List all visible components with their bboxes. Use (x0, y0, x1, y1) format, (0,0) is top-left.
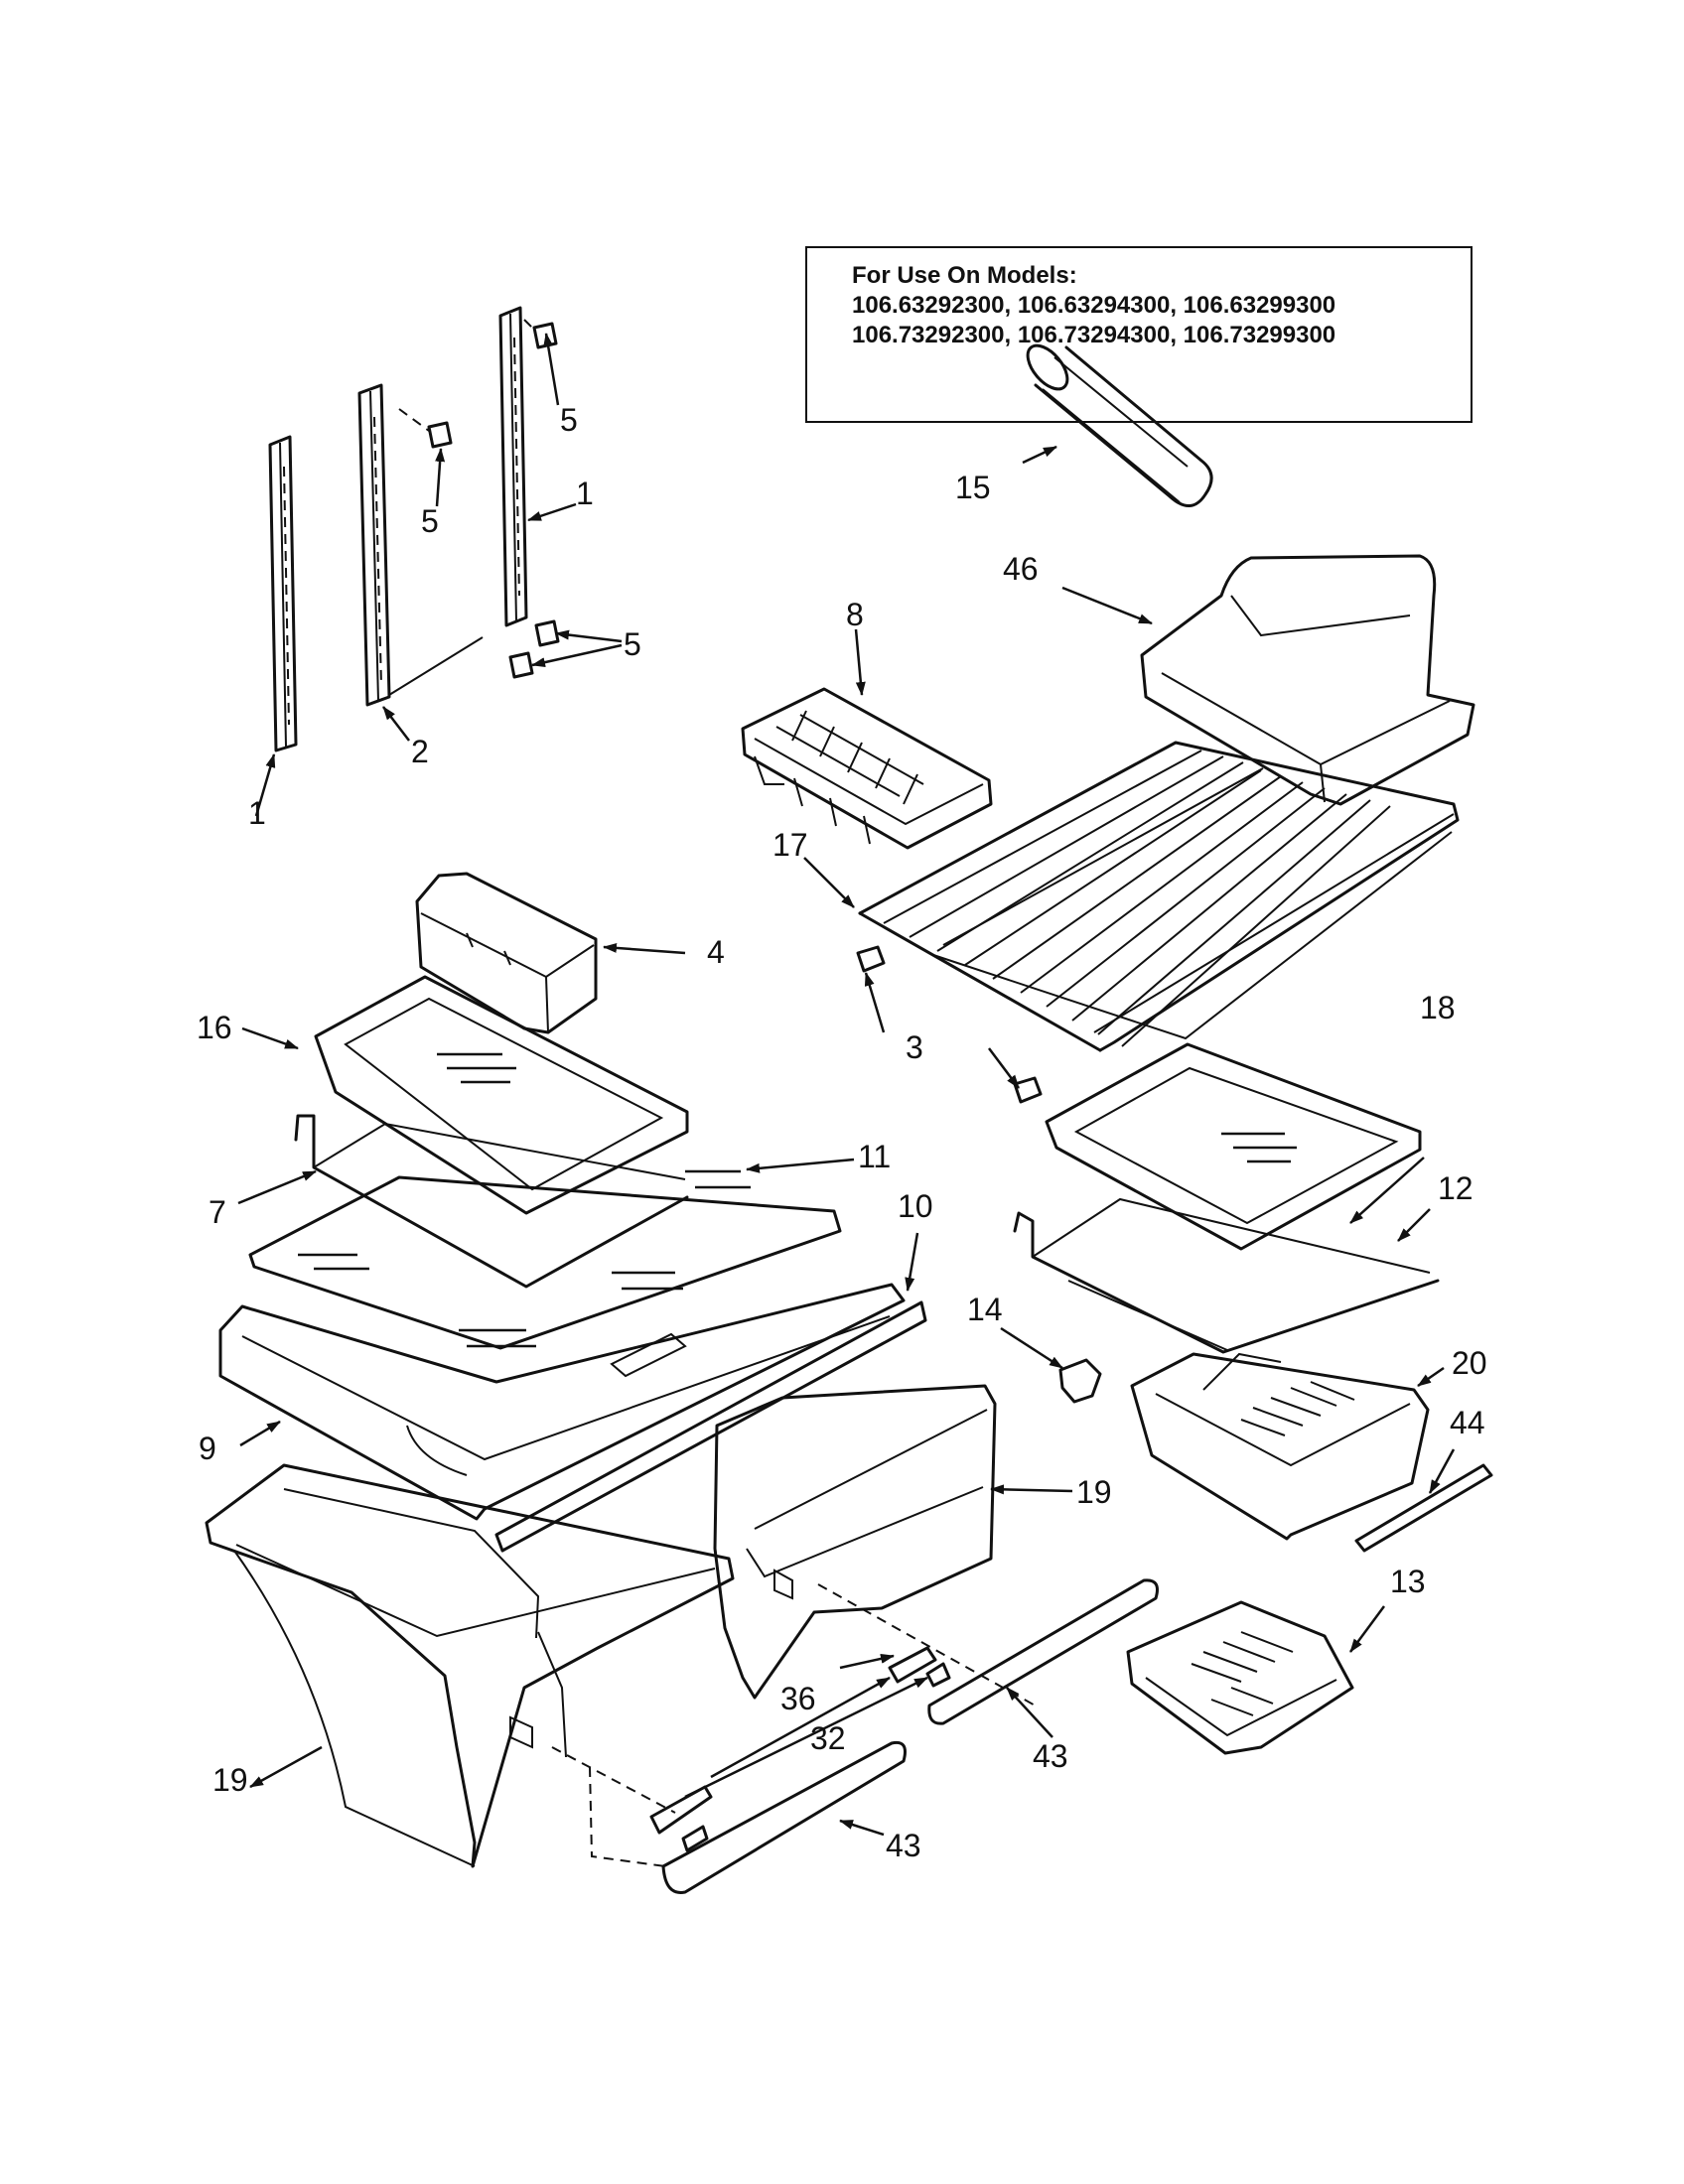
models-heading: For Use On Models: (852, 262, 1077, 289)
callout-16: 16 (197, 1010, 232, 1045)
part-3-shelf-supports (856, 945, 1043, 1104)
part-11-glass-panel (248, 1169, 842, 1350)
part-7-shelf-frame (294, 1114, 689, 1289)
part-36-slide (649, 1646, 937, 1835)
callout-1-left: 1 (248, 795, 266, 831)
callout-19-right: 19 (1076, 1474, 1112, 1510)
callout-18: 18 (1420, 990, 1456, 1025)
callout-5-mid: 5 (421, 503, 439, 539)
callout-3: 3 (906, 1029, 923, 1065)
part-9-crisper-cover (218, 1283, 906, 1521)
callout-leaders (237, 333, 1456, 1837)
part-43-upper-rail (927, 1578, 1159, 1725)
callout-15: 15 (955, 470, 991, 505)
drawer-guide-dashes (551, 1583, 1040, 1867)
part-14-latch (1058, 1358, 1102, 1404)
callout-36: 36 (780, 1681, 816, 1716)
callout-13: 13 (1390, 1564, 1426, 1599)
callout-5-top: 5 (560, 402, 578, 438)
callout-19-left: 19 (212, 1762, 248, 1798)
models-note-box (805, 246, 1473, 423)
part-5-screws (398, 319, 560, 679)
callout-20: 20 (1452, 1345, 1487, 1381)
callout-46: 46 (1003, 551, 1039, 587)
models-line-2: 106.73292300, 106.73294300, 106.73299300 (852, 322, 1336, 348)
part-15-trim-tube (1026, 343, 1213, 507)
part-32-clip (681, 1662, 951, 1852)
part-1-right-rail (498, 306, 528, 627)
part-20-meat-drawer (1130, 1352, 1430, 1541)
part-12-drawer-frame (1013, 1197, 1440, 1354)
callout-7: 7 (209, 1194, 226, 1230)
part-16-glass-shelf (314, 975, 689, 1215)
callout-17: 17 (772, 827, 808, 863)
part-17-wire-shelf (858, 741, 1460, 1052)
callout-10: 10 (898, 1188, 933, 1224)
callout-labels: 1 2 1 5 5 5 15 46 8 17 4 3 16 18 11 7 10… (197, 402, 1487, 1863)
callout-2: 2 (411, 734, 429, 769)
part-19-left-crisper (205, 1463, 735, 1868)
callout-44: 44 (1450, 1405, 1485, 1440)
callout-8: 8 (846, 597, 864, 632)
models-note-text: For Use On Models: 106.63292300, 106.632… (852, 261, 1458, 350)
callout-12: 12 (1438, 1170, 1474, 1206)
callout-5-bottom: 5 (624, 626, 641, 662)
part-1-left-rail (268, 435, 298, 752)
callout-43-right: 43 (1033, 1738, 1068, 1774)
part-2-center-rail (357, 383, 484, 707)
callout-32: 32 (810, 1720, 846, 1756)
part-8-ice-tray (741, 687, 993, 850)
callout-11: 11 (858, 1139, 891, 1174)
callout-14: 14 (967, 1292, 1003, 1327)
callout-9: 9 (199, 1431, 216, 1466)
models-line-1: 106.63292300, 106.63294300, 106.63299300 (852, 292, 1336, 319)
part-19-right-crisper (713, 1384, 997, 1700)
part-18-glass-shelf (1045, 1042, 1422, 1251)
part-43-lower-rail (661, 1740, 907, 1894)
part-46-deli-bin (1140, 554, 1475, 806)
callout-4: 4 (707, 934, 725, 970)
part-13-tray (1126, 1600, 1354, 1755)
callout-43-bottom: 43 (886, 1828, 921, 1863)
part-44-trim (1354, 1463, 1493, 1553)
part-10-front-trim (494, 1300, 927, 1553)
part-4-utility-bin (415, 872, 598, 1034)
callout-1-right: 1 (576, 476, 594, 511)
